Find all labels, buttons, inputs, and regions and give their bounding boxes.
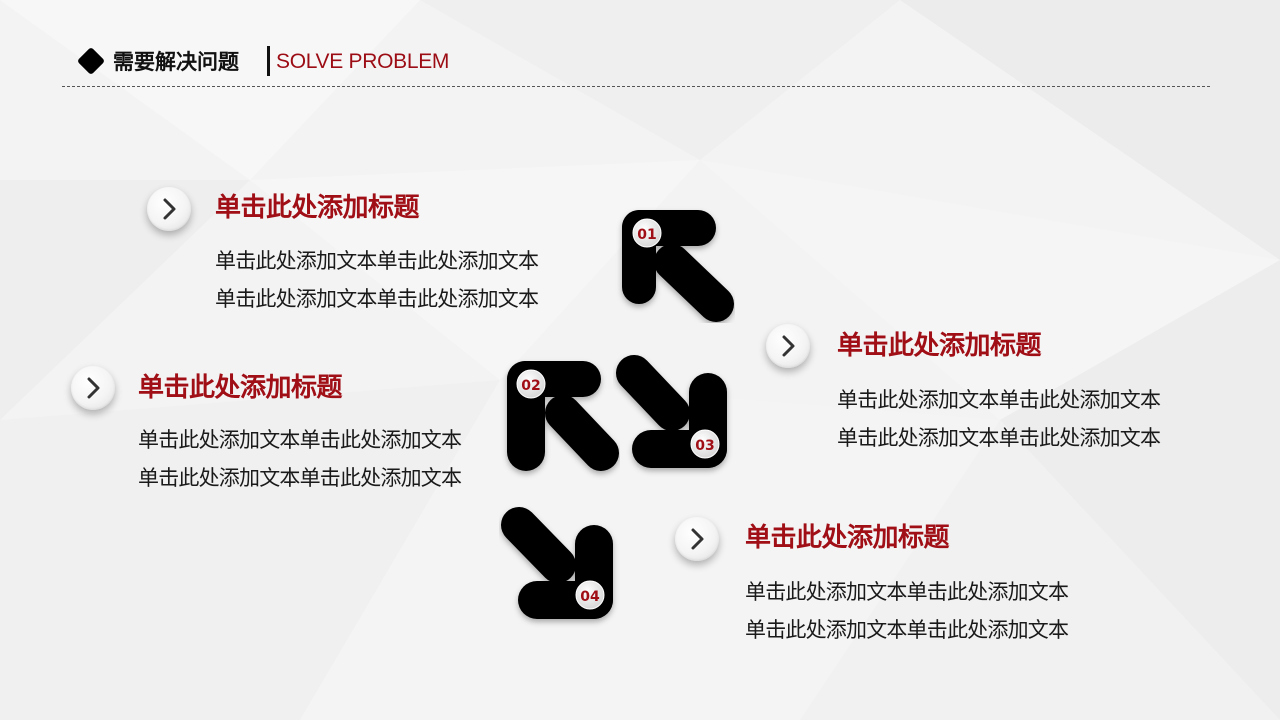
item-3-text: 单击此处添加文本单击此处添加文本 单击此处添加文本单击此处添加文本 (837, 381, 1161, 457)
badge-04: 04 (575, 580, 605, 610)
header-divider (62, 86, 1210, 87)
item-1-line-1: 单击此处添加文本单击此处添加文本 (215, 249, 539, 273)
item-1-text: 单击此处添加文本单击此处添加文本 单击此处添加文本单击此处添加文本 (215, 242, 539, 318)
item-4-line-2: 单击此处添加文本单击此处添加文本 (745, 618, 1069, 642)
badge-02: 02 (516, 369, 546, 399)
badge-01-label: 01 (637, 227, 656, 243)
item-4-line-1: 单击此处添加文本单击此处添加文本 (745, 580, 1069, 604)
badge-03-label: 03 (695, 438, 714, 454)
item-2-line-2: 单击此处添加文本单击此处添加文本 (138, 466, 462, 490)
item-3-line-2: 单击此处添加文本单击此处添加文本 (837, 426, 1161, 450)
header-subtitle: SOLVE PROBLEM (276, 50, 450, 73)
chevron-right-icon[interactable] (675, 517, 719, 561)
item-3-title: 单击此处添加标题 (837, 331, 1042, 361)
badge-01: 01 (632, 218, 662, 248)
header-separator (267, 46, 270, 76)
item-4-text: 单击此处添加文本单击此处添加文本 单击此处添加文本单击此处添加文本 (745, 573, 1069, 649)
item-1-line-2: 单击此处添加文本单击此处添加文本 (215, 287, 539, 311)
item-2-line-1: 单击此处添加文本单击此处添加文本 (138, 428, 462, 452)
item-1-title: 单击此处添加标题 (215, 193, 420, 223)
header-title: 需要解决问题 (113, 50, 239, 74)
chevron-right-icon[interactable] (71, 366, 115, 410)
badge-04-label: 04 (580, 589, 600, 605)
item-4-title: 单击此处添加标题 (745, 523, 950, 553)
badge-03: 03 (690, 429, 720, 459)
badge-02-label: 02 (521, 378, 540, 394)
chevron-right-icon[interactable] (766, 324, 810, 368)
item-3-line-1: 单击此处添加文本单击此处添加文本 (837, 388, 1161, 412)
item-2-text: 单击此处添加文本单击此处添加文本 单击此处添加文本单击此处添加文本 (138, 421, 462, 497)
item-2-title: 单击此处添加标题 (138, 373, 343, 403)
chevron-right-icon[interactable] (147, 187, 191, 231)
